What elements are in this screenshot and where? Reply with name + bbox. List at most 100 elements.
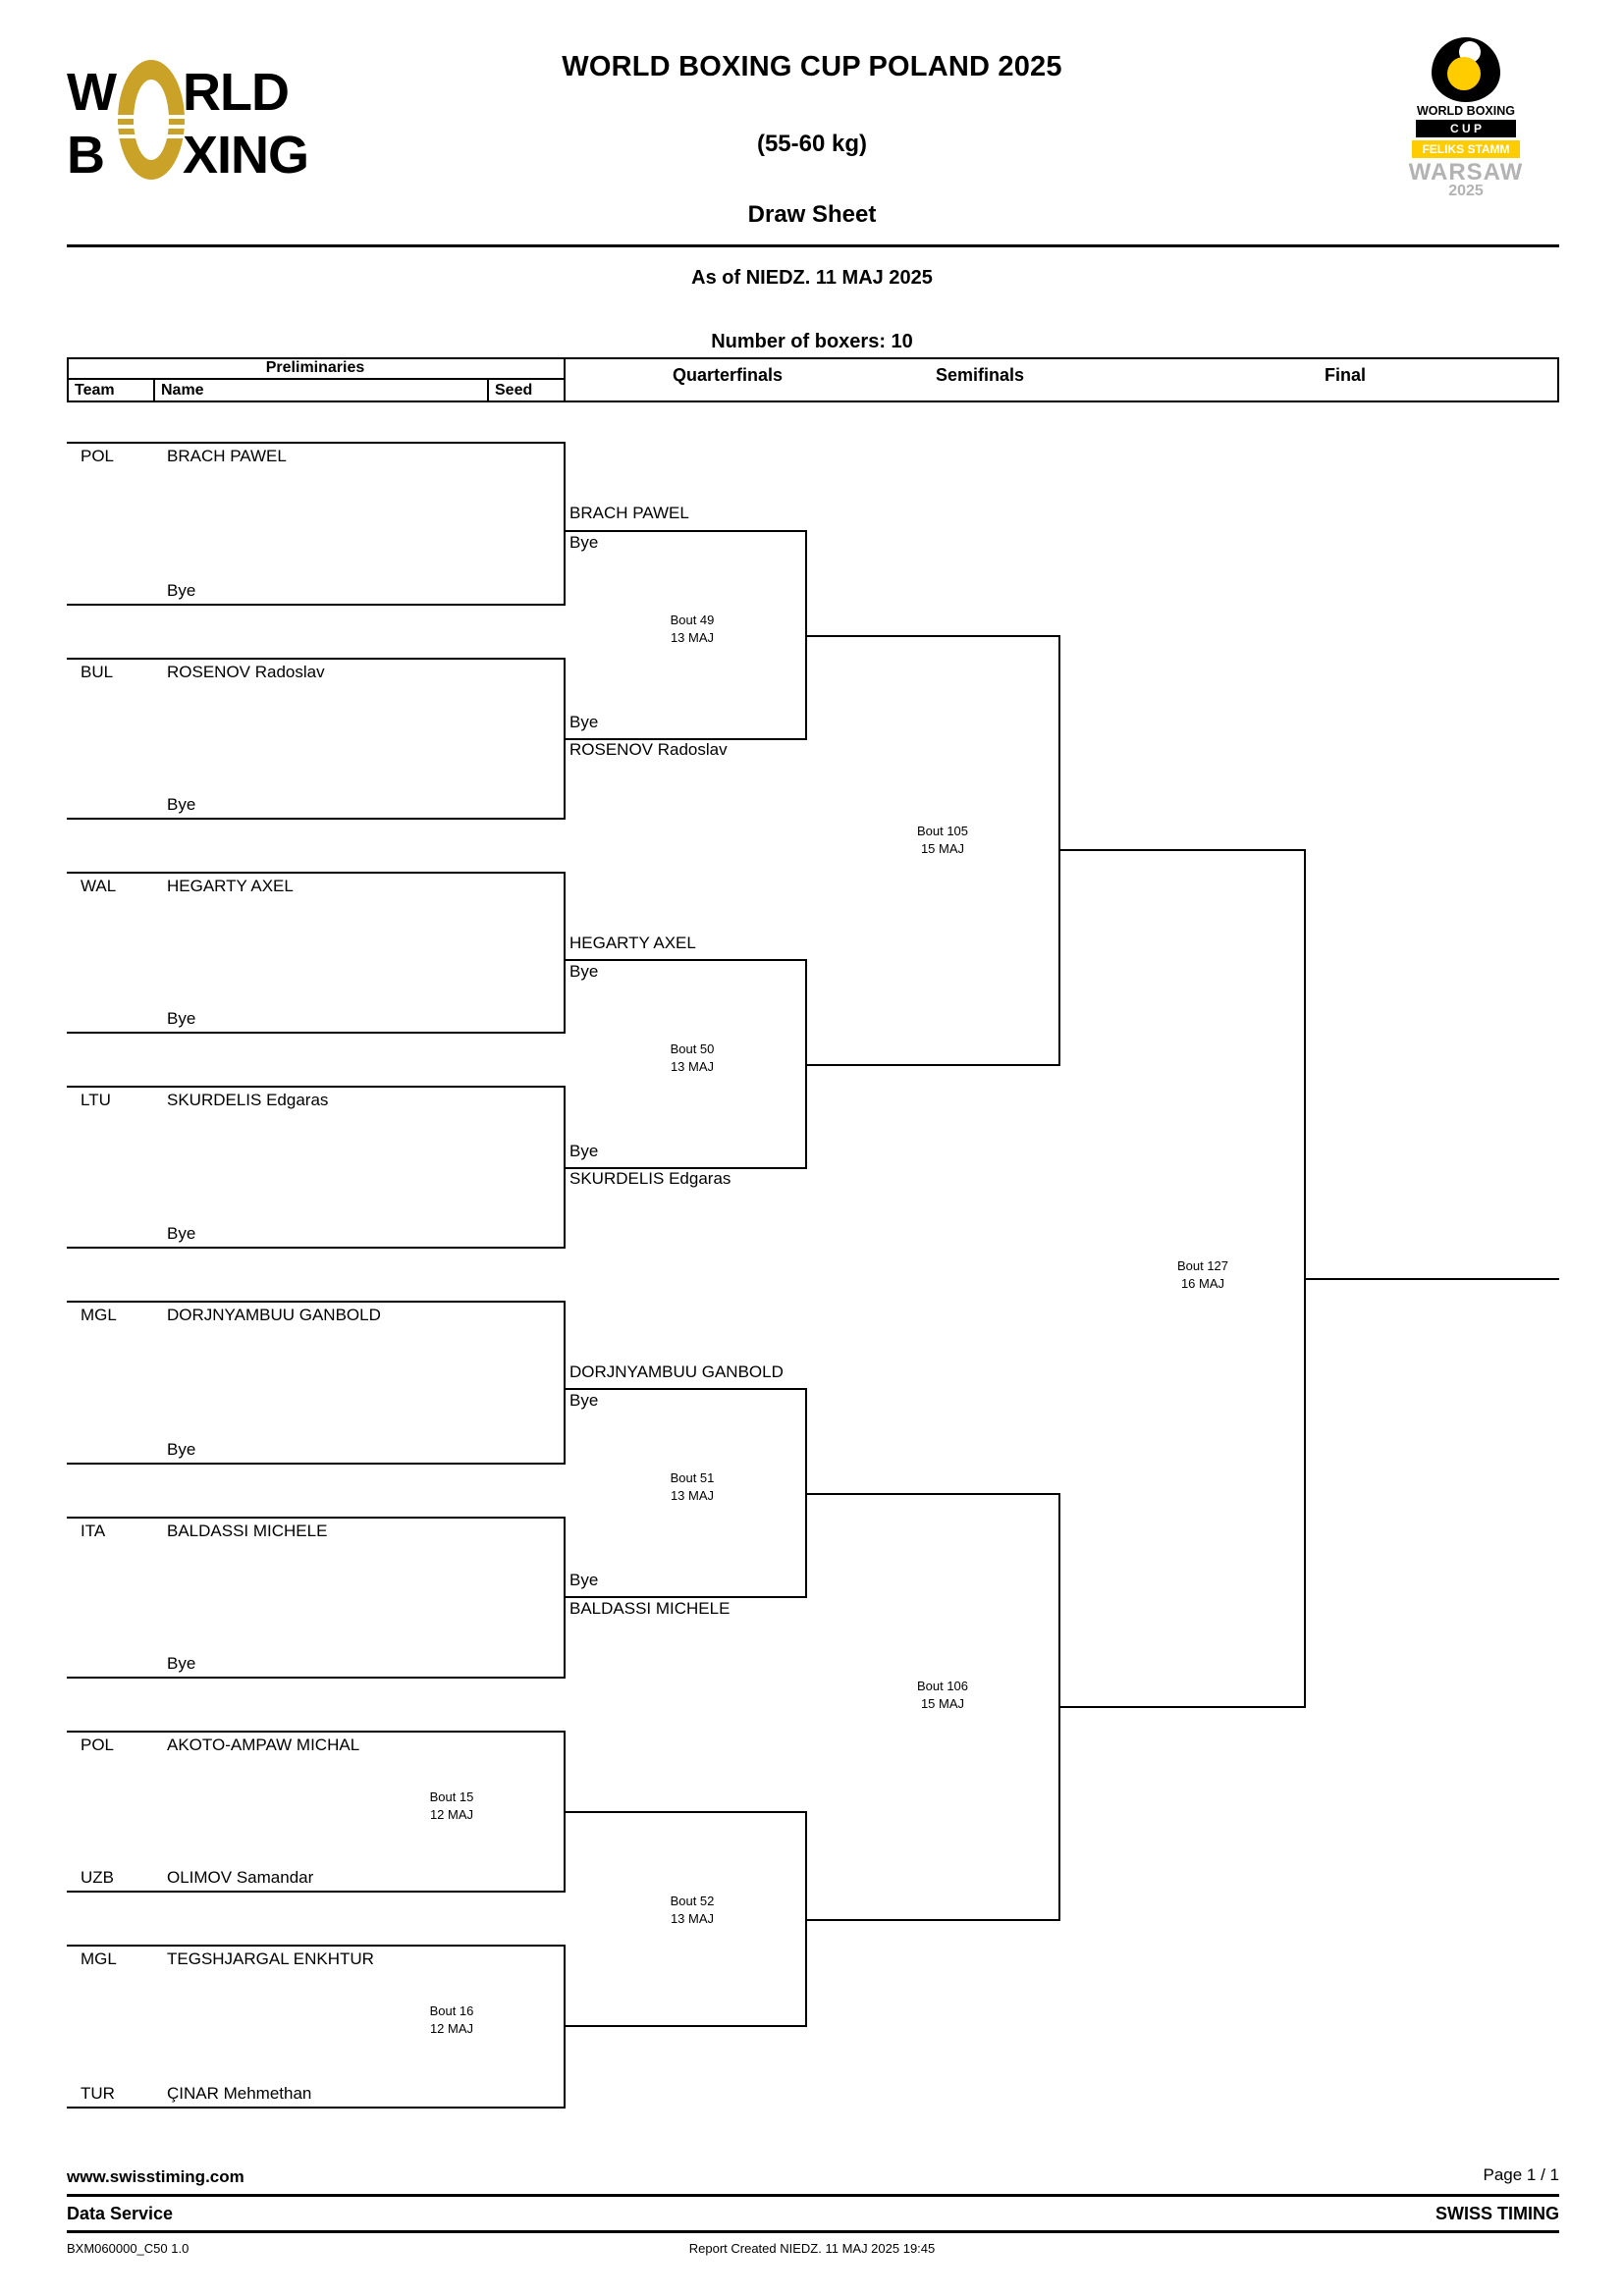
- footer-report-code: BXM060000_C50 1.0: [67, 2241, 189, 2256]
- qf-slot-5-top: DORJNYAMBUU GANBOLD: [569, 1362, 784, 1381]
- qf-bout-51: Bout 51 13 MAJ: [628, 1469, 756, 1504]
- footer-company: SWISS TIMING: [1435, 2204, 1559, 2223]
- prelim-line-3-top: [67, 872, 566, 874]
- prelim-entry-6: Bye: [167, 1009, 195, 1029]
- qf-bout-49: Bout 49 13 MAJ: [628, 612, 756, 646]
- prelim-bout-15-date: 12 MAJ: [429, 1806, 474, 1822]
- wb-logo-b: B: [67, 126, 105, 185]
- sf-line-1-bottom: [807, 1064, 1060, 1066]
- prelim-name-14: OLIMOV Samandar: [167, 1868, 314, 1887]
- prelim-line-8-bottom: [67, 2107, 566, 2109]
- prelim-connector-2: [564, 658, 566, 820]
- prelim-header-cell: Preliminaries: [67, 357, 566, 380]
- wb-logo-stripe-3: [118, 134, 185, 138]
- team-header-cell: Team: [69, 380, 155, 400]
- team-header-label: Team: [75, 381, 115, 399]
- prelim-entry-8: Bye: [167, 1224, 195, 1244]
- prelim-entry-4: Bye: [167, 795, 195, 815]
- champion-line: [1304, 1278, 1559, 1280]
- prelim-team-15: MGL: [81, 1949, 117, 1968]
- prelim-name-12: Bye: [167, 1654, 196, 1673]
- prelim-entry-2: Bye: [167, 581, 195, 601]
- qf-slot-1-top: BRACH PAWEL: [569, 504, 689, 522]
- qf-line-2-top: [566, 959, 807, 961]
- as-of-date: As of NIEDZ. 11 MAJ 2025: [691, 267, 933, 289]
- qf-connector-4: [805, 1811, 807, 2027]
- prelim-name-13: AKOTO-AMPAW MICHAL: [167, 1735, 360, 1754]
- prelim-name-1: BRACH PAWEL: [167, 447, 287, 465]
- sheet-type: Draw Sheet: [747, 201, 877, 228]
- footer-divider-2: [67, 2230, 1559, 2233]
- name-header-cell: Name: [155, 380, 489, 400]
- qf-line-3-top: [566, 1388, 807, 1390]
- prelim-line-7-bottom: [67, 1891, 566, 1893]
- prelim-team-16: TUR: [81, 2084, 115, 2103]
- prelim-line-2-bottom: [67, 818, 566, 820]
- qf-slot-6-top: Bye: [569, 1571, 599, 1589]
- prelim-connector-3: [564, 872, 566, 1034]
- prelim-line-4-bottom: [67, 1247, 566, 1249]
- prelim-name-10: Bye: [167, 1440, 196, 1459]
- qf-bout-49-number: Bout 49: [670, 613, 715, 627]
- prelim-team-9: MGL: [81, 1306, 117, 1324]
- page-title: WORLD BOXING CUP POLAND 2025: [562, 51, 1062, 82]
- prelim-connector-6: [564, 1517, 566, 1679]
- wb-logo-stripe-2: [118, 125, 185, 129]
- event-logo-title: WORLD BOXING: [1417, 104, 1515, 118]
- world-boxing-logo: W RLD B XING: [67, 54, 420, 191]
- prelim-name-6: Bye: [167, 1009, 196, 1028]
- prelim-team-13: POL: [81, 1735, 115, 1754]
- qf-slot-1-bottom: Bye: [569, 533, 599, 552]
- wb-logo-rld: RLD: [183, 63, 290, 122]
- footer-data-service: Data Service: [67, 2204, 174, 2223]
- event-logo: WORLD BOXING C U P FELIKS STAMM WARSAW 2…: [1402, 37, 1530, 199]
- qf-line-3-bottom: [566, 1596, 807, 1598]
- prelim-team-14: UZB: [81, 1868, 114, 1887]
- prelim-bout-15: Bout 15 12 MAJ: [393, 1789, 511, 1823]
- qf-slot-3-top: HEGARTY AXEL: [569, 934, 696, 952]
- sf-bout-106-date: 15 MAJ: [920, 1695, 965, 1711]
- footer-page-number: Page 1 / 1: [1483, 2165, 1559, 2184]
- final-header: Final: [1324, 365, 1366, 385]
- prelim-line-4-top: [67, 1086, 566, 1088]
- prelim-team-11: ITA: [81, 1522, 106, 1540]
- qf-connector-1: [805, 530, 807, 740]
- event-logo-year: 2025: [1448, 183, 1484, 199]
- qf-bout-50-number: Bout 50: [670, 1041, 715, 1056]
- qf-bout-50-date: 13 MAJ: [670, 1058, 715, 1074]
- qf-connector-3: [805, 1388, 807, 1598]
- header-divider: [67, 244, 1559, 247]
- prelim-line-6-top: [67, 1517, 566, 1519]
- event-logo-city: WARSAW: [1408, 159, 1524, 186]
- prelim-team-5: WAL: [81, 877, 117, 895]
- event-logo-cup: C U P: [1416, 120, 1516, 137]
- final-line-bottom: [1060, 1706, 1306, 1708]
- prelim-line-2-top: [67, 658, 566, 660]
- event-logo-subtitle: FELIKS STAMM: [1412, 140, 1520, 158]
- name-header-label: Name: [161, 381, 204, 399]
- footer-website[interactable]: www.swisstiming.com: [67, 2167, 244, 2186]
- qf-line-4-bottom: [566, 2025, 807, 2027]
- prelim-name-8: Bye: [167, 1224, 196, 1243]
- prelim-bout-16-date: 12 MAJ: [429, 2020, 474, 2036]
- sf-bout-106-number: Bout 106: [916, 1679, 969, 1693]
- prelim-header-label: Preliminaries: [265, 358, 365, 376]
- final-bout-127: Bout 127 16 MAJ: [1134, 1257, 1272, 1292]
- prelim-connector-8: [564, 1945, 566, 2109]
- qf-slot-2-bottom: ROSENOV Radoslav: [569, 740, 728, 759]
- final-bout-127-date: 16 MAJ: [1180, 1275, 1225, 1291]
- sf-bout-105-date: 15 MAJ: [920, 840, 965, 856]
- qf-bout-52-number: Bout 52: [670, 1894, 715, 1908]
- prelim-connector-1: [564, 442, 566, 606]
- seed-header-cell: Seed: [489, 380, 566, 400]
- qf-line-4-top: [566, 1811, 807, 1813]
- qf-slot-2-top: Bye: [569, 713, 599, 731]
- wb-logo-ring-hole: [134, 80, 169, 160]
- prelim-bout-16: Bout 16 12 MAJ: [393, 2002, 511, 2037]
- prelim-line-3-bottom: [67, 1032, 566, 1034]
